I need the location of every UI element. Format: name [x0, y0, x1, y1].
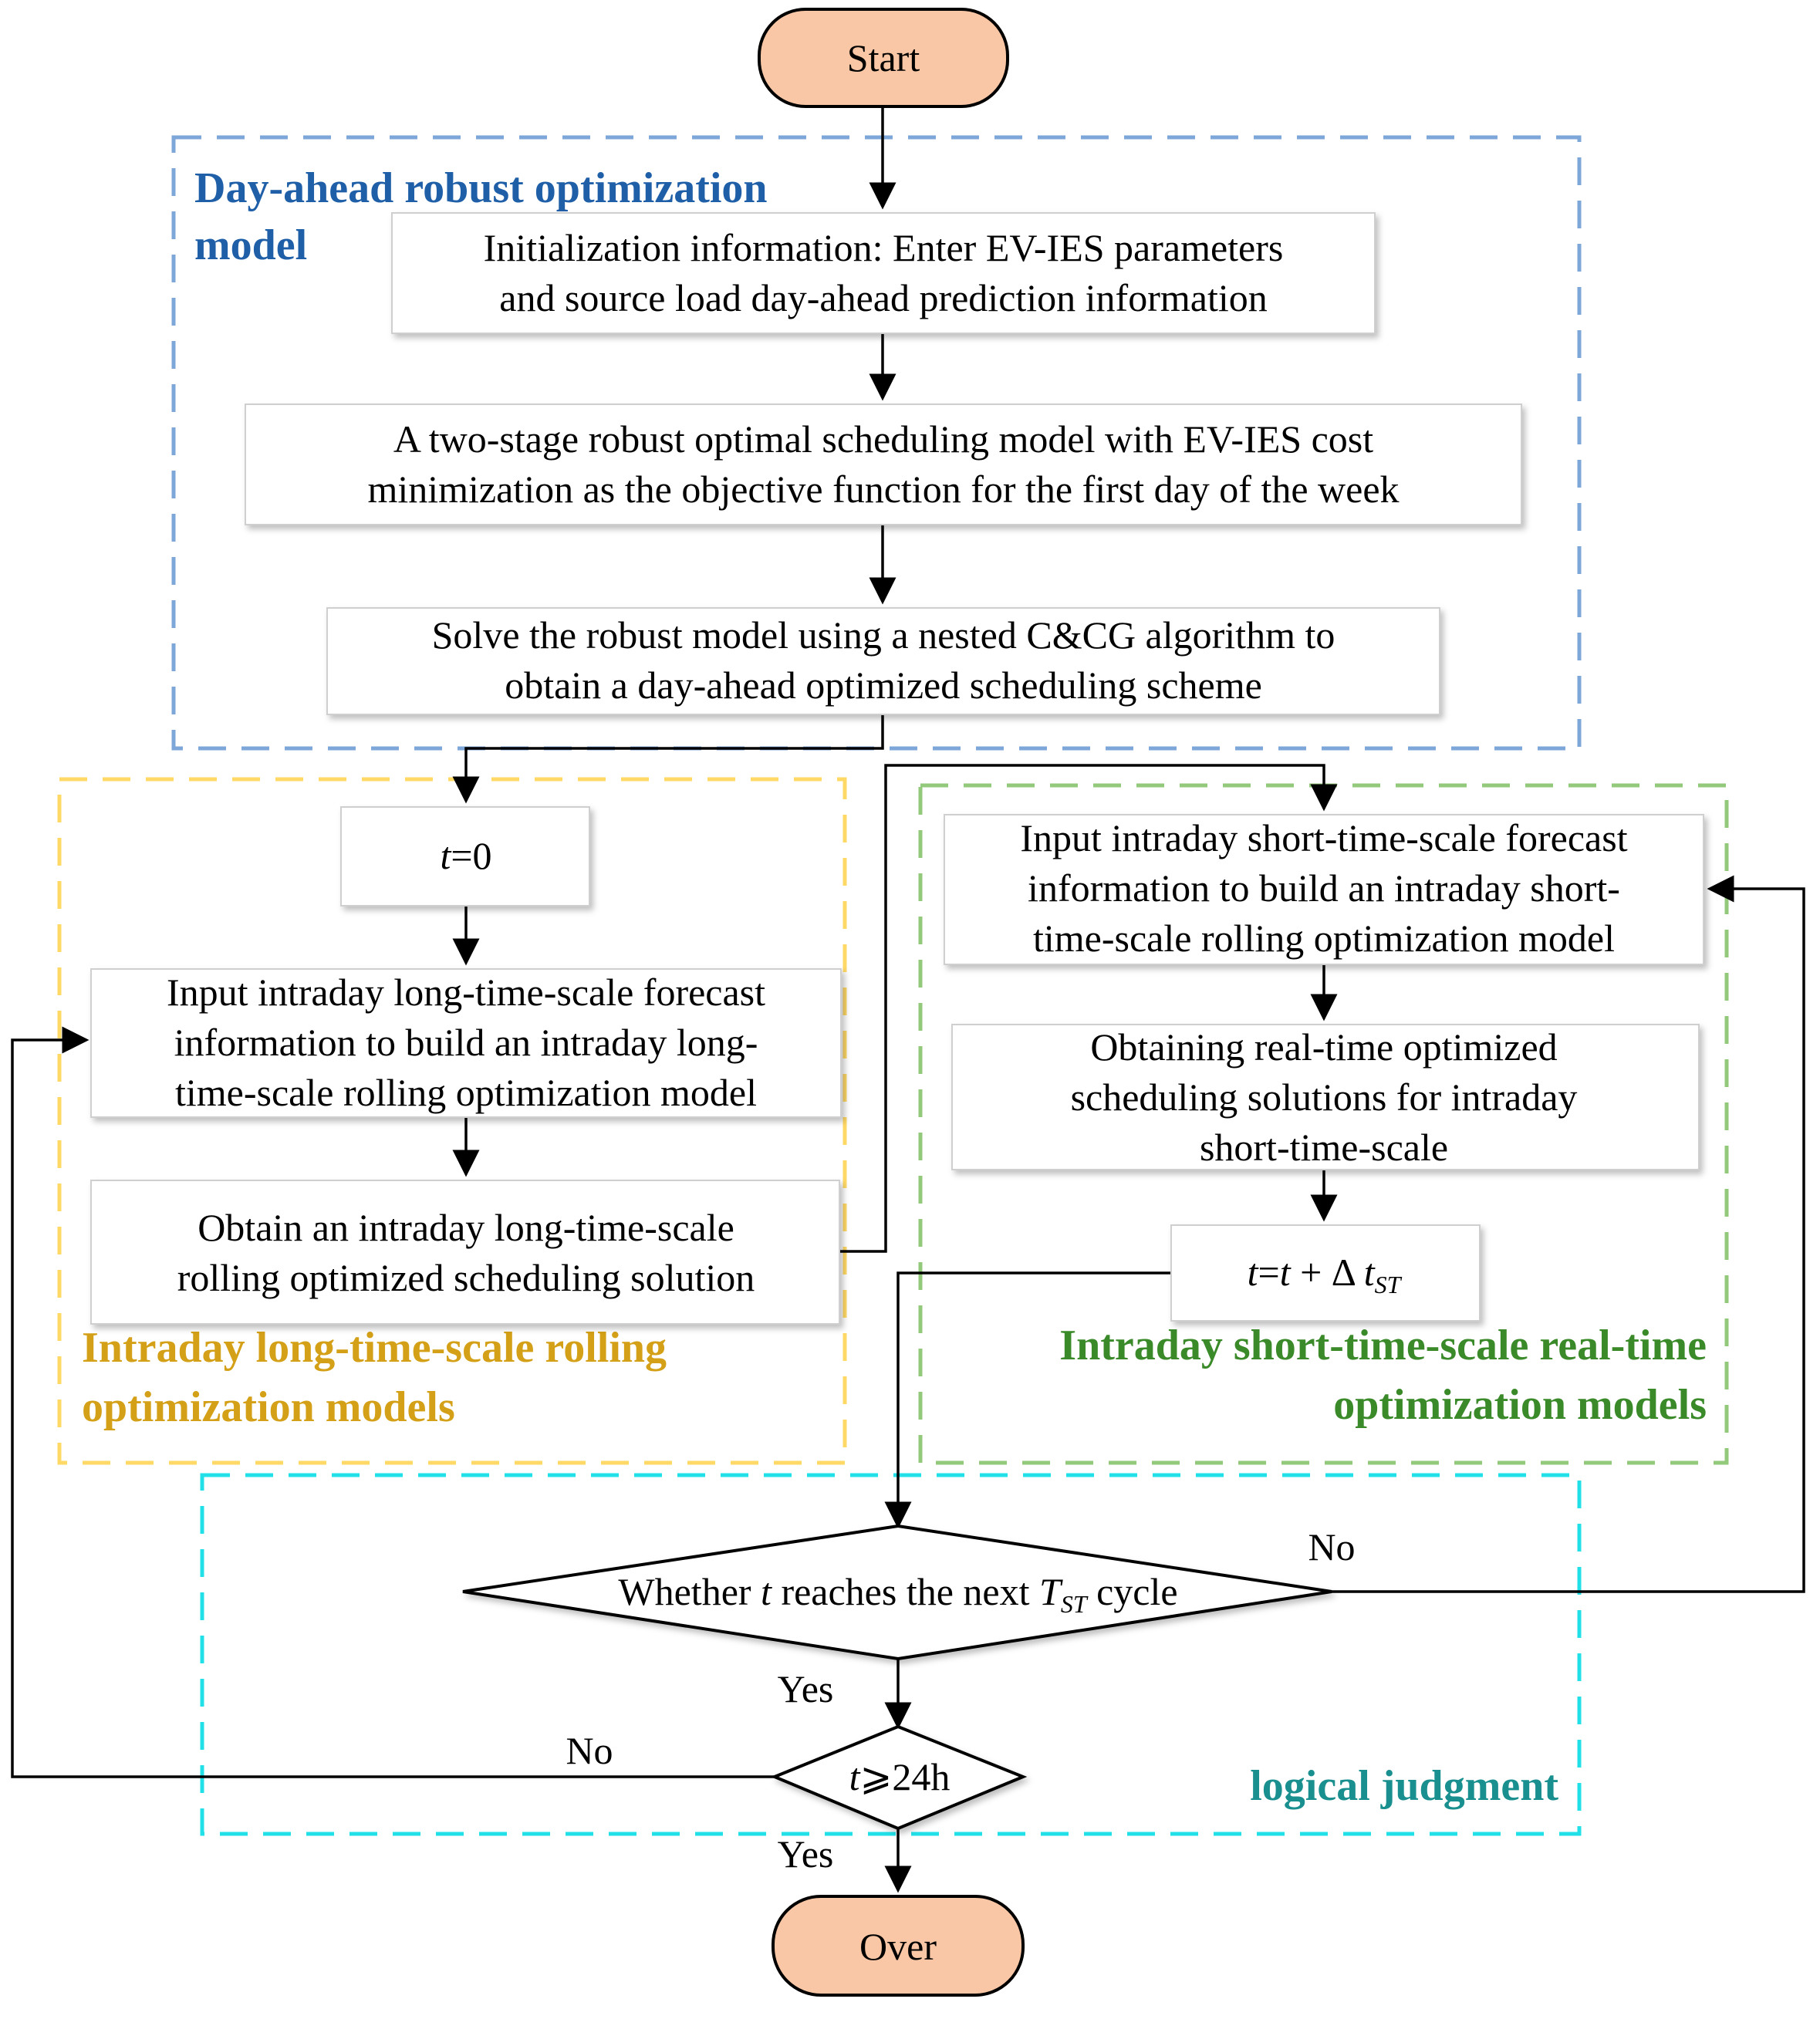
cycle-decision-text: Whether t reaches the next TST cycle — [618, 1570, 1177, 1618]
arrow-update-to-cycle-decision — [884, 1271, 1171, 1529]
logic-section-frame — [200, 1473, 1582, 1836]
long-obtain-step-line2: rolling optimized scheduling solution — [177, 1256, 755, 1299]
short-scale-label-line2: optimization models — [1333, 1381, 1707, 1429]
short-obtain-step-line3: short-time-scale — [1200, 1126, 1448, 1169]
long-input-step-box — [90, 968, 842, 1118]
cycle-yes-label: Yes — [778, 1667, 834, 1710]
hours-decision-text: t⩾24h — [849, 1755, 951, 1798]
long-input-step-line1: Input intraday long-time-scale forecast — [167, 971, 765, 1014]
arrow-hours-no-loop — [11, 1026, 775, 1778]
time-update-step-text: t=t + Δ tST — [1248, 1251, 1403, 1298]
short-input-step-box — [944, 814, 1704, 965]
hours-yes-label: Yes — [778, 1832, 834, 1876]
day-ahead-label-line2: model — [194, 221, 307, 269]
long-input-step-line3: time-scale rolling optimization model — [175, 1071, 757, 1114]
time-update-step-box — [1170, 1224, 1481, 1322]
model-step-box — [245, 403, 1522, 525]
start-label: Start — [847, 36, 920, 79]
arrow-cycle-no-loop — [1332, 875, 1805, 1593]
t0-step-box — [340, 806, 590, 907]
model-step-line2: minimization as the objective function f… — [367, 468, 1399, 511]
short-obtain-step-line1: Obtaining real-time optimized — [1090, 1025, 1557, 1069]
day-ahead-section-frame — [171, 135, 1582, 751]
model-step-line1: A two-stage robust optimal scheduling mo… — [393, 417, 1373, 461]
end-label: Over — [859, 1925, 937, 1968]
short-obtain-step-line2: scheduling solutions for intraday — [1071, 1075, 1578, 1119]
day-ahead-label-line1: Day-ahead robust optimization — [194, 164, 768, 212]
long-input-step-line2: information to build an intraday long- — [174, 1021, 758, 1064]
short-scale-label-line1: Intraday short-time-scale real-time — [1059, 1322, 1707, 1369]
init-step-box — [391, 212, 1376, 334]
short-input-step-line1: Input intraday short-time-scale forecast — [1020, 816, 1627, 859]
start-terminal — [758, 8, 1009, 108]
end-terminal — [772, 1895, 1025, 1997]
solve-step-line1: Solve the robust model using a nested C&… — [432, 613, 1335, 657]
long-scale-label-line2: optimization models — [82, 1383, 455, 1431]
solve-step-line2: obtain a day-ahead optimized scheduling … — [505, 663, 1262, 707]
short-obtain-step-box — [951, 1024, 1700, 1170]
t0-step-text: t=0 — [440, 834, 491, 877]
hours-decision-diamond — [770, 1724, 1028, 1831]
short-input-step-line3: time-scale rolling optimization model — [1033, 917, 1615, 960]
logic-label: logical judgment — [1250, 1762, 1558, 1810]
short-input-step-line2: information to build an intraday short- — [1028, 866, 1620, 910]
arrow-long-obtain-to-short-input — [839, 764, 1338, 1253]
long-obtain-step-line1: Obtain an intraday long-time-scale — [198, 1206, 734, 1249]
cycle-no-label: No — [1308, 1525, 1355, 1568]
hours-no-label: No — [566, 1729, 613, 1772]
solve-step-box — [326, 607, 1440, 715]
long-obtain-step-box — [90, 1180, 840, 1325]
long-scale-section-frame — [57, 777, 847, 1465]
long-scale-label-line1: Intraday long-time-scale rolling — [82, 1324, 667, 1372]
arrow-solve-to-t0 — [452, 714, 884, 804]
cycle-decision-diamond — [462, 1524, 1332, 1661]
init-step-line2: and source load day-ahead prediction inf… — [499, 276, 1267, 319]
init-step-line1: Initialization information: Enter EV-IES… — [484, 226, 1284, 269]
